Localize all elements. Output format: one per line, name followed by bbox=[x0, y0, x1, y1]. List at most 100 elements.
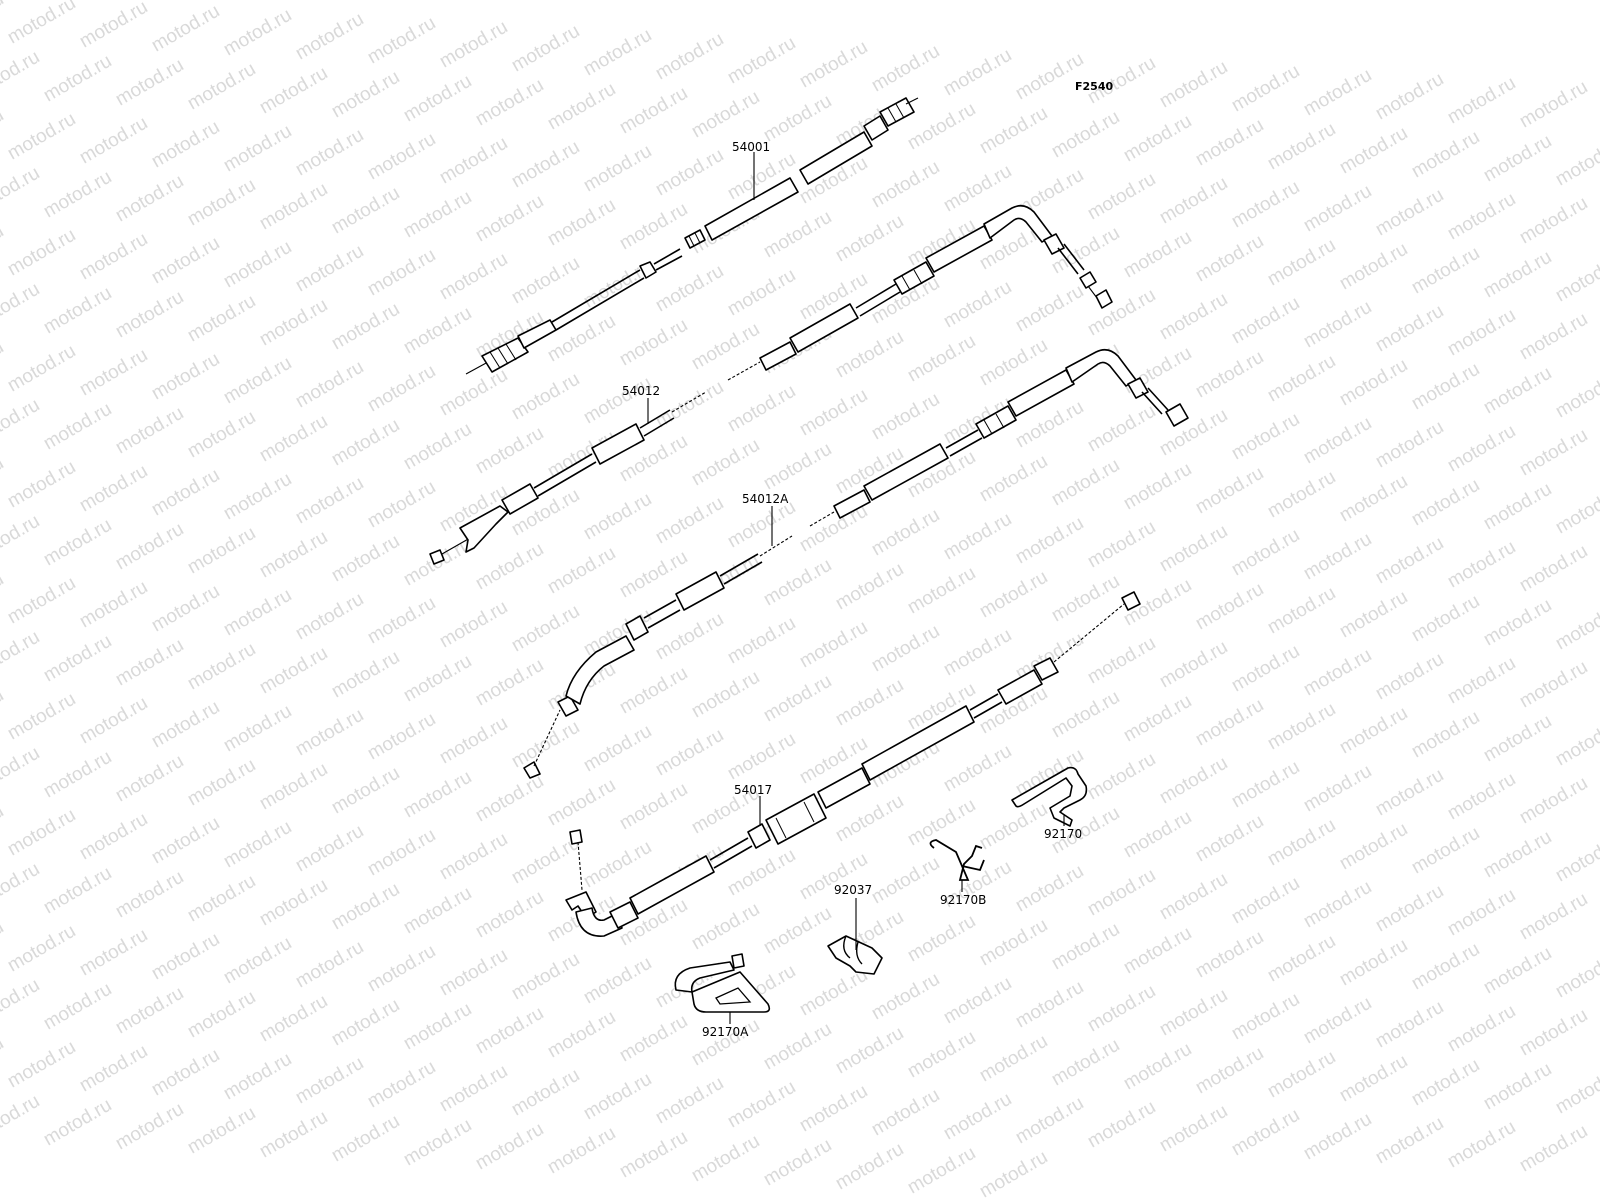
watermark-text: motod.ru bbox=[1300, 645, 1375, 701]
watermark-text: motod.ru bbox=[40, 167, 115, 223]
watermark-text: motod.ru bbox=[40, 1095, 115, 1151]
watermark-text: motod.ru bbox=[4, 573, 79, 629]
watermark-text: motod.ru bbox=[688, 667, 763, 723]
watermark-text: motod.ru bbox=[1444, 885, 1519, 941]
watermark-text: motod.ru bbox=[472, 539, 547, 595]
watermark-text: motod.ru bbox=[1480, 479, 1555, 535]
watermark-text: motod.ru bbox=[1444, 421, 1519, 477]
watermark-text: motod.ru bbox=[1300, 65, 1375, 121]
watermark-text: motod.ru bbox=[1120, 111, 1195, 167]
watermark-text: motod.ru bbox=[436, 597, 511, 653]
watermark-text: motod.ru bbox=[400, 883, 475, 939]
throttle-cable-decelerator[interactable] bbox=[523, 348, 1189, 779]
watermark-text: motod.ru bbox=[1156, 521, 1231, 577]
watermark-text: motod.ru bbox=[616, 83, 691, 139]
watermark-text: motod.ru bbox=[1300, 877, 1375, 933]
watermark-text: motod.ru bbox=[1516, 541, 1591, 597]
watermark-text: motod.ru bbox=[0, 859, 43, 915]
watermark-text: motod.ru bbox=[940, 1089, 1015, 1145]
watermark-text: motod.ru bbox=[0, 0, 7, 44]
label-92170b: 92170B bbox=[940, 893, 986, 907]
watermark-text: motod.ru bbox=[796, 617, 871, 673]
watermark-text: motod.ru bbox=[4, 0, 79, 48]
watermark-text: motod.ru bbox=[472, 771, 547, 827]
watermark-text: motod.ru bbox=[1336, 1051, 1411, 1107]
watermark-text: motod.ru bbox=[1444, 189, 1519, 245]
watermark-text: motod.ru bbox=[1336, 935, 1411, 991]
watermark-text: motod.ru bbox=[1264, 1047, 1339, 1103]
watermark-text: motod.ru bbox=[1300, 761, 1375, 817]
clutch-cable[interactable] bbox=[565, 591, 1141, 937]
watermark-text: motod.ru bbox=[4, 109, 79, 165]
watermark-text: motod.ru bbox=[1336, 355, 1411, 411]
watermark-text: motod.ru bbox=[4, 689, 79, 745]
watermark-text: motod.ru bbox=[1408, 475, 1483, 531]
watermark-text: motod.ru bbox=[400, 651, 475, 707]
watermark-text: motod.ru bbox=[292, 473, 367, 529]
watermark-text: motod.ru bbox=[112, 171, 187, 227]
watermark-text: motod.ru bbox=[724, 265, 799, 321]
watermark-text: motod.ru bbox=[220, 121, 295, 177]
watermark-text: motod.ru bbox=[1084, 401, 1159, 457]
watermark-text: motod.ru bbox=[292, 937, 367, 993]
diagram-reference-code: F2540 bbox=[1075, 80, 1113, 93]
watermark-text: motod.ru bbox=[112, 519, 187, 575]
watermark-text: motod.ru bbox=[796, 1081, 871, 1137]
watermark-text: motod.ru bbox=[940, 277, 1015, 333]
watermark-text: motod.ru bbox=[1516, 193, 1591, 249]
watermark-text: motod.ru bbox=[1552, 367, 1600, 423]
watermark-text: motod.ru bbox=[472, 1003, 547, 1059]
watermark-text: motod.ru bbox=[148, 349, 223, 405]
label-92170: 92170 bbox=[1044, 827, 1082, 841]
watermark-text: motod.ru bbox=[1408, 359, 1483, 415]
watermark-text: motod.ru bbox=[292, 9, 367, 65]
watermark-text: motod.ru bbox=[1516, 657, 1591, 713]
watermark-text: motod.ru bbox=[256, 527, 331, 583]
watermark-text: motod.ru bbox=[760, 671, 835, 727]
watermark-text: motod.ru bbox=[724, 613, 799, 669]
watermark-text: motod.ru bbox=[148, 813, 223, 869]
watermark-text: motod.ru bbox=[1372, 649, 1447, 705]
watermark-text: motod.ru bbox=[220, 353, 295, 409]
watermark-text: motod.ru bbox=[1228, 61, 1303, 117]
watermark-text: motod.ru bbox=[1012, 861, 1087, 917]
watermark-text: motod.ru bbox=[1264, 583, 1339, 639]
watermark-text: motod.ru bbox=[1444, 1001, 1519, 1057]
watermark-text: motod.ru bbox=[904, 795, 979, 851]
watermark-text: motod.ru bbox=[760, 207, 835, 263]
watermark-text: motod.ru bbox=[1516, 889, 1591, 945]
watermark-text: motod.ru bbox=[868, 969, 943, 1025]
watermark-text: motod.ru bbox=[436, 1061, 511, 1117]
watermark-text: motod.ru bbox=[112, 403, 187, 459]
clamp-92170a[interactable] bbox=[674, 953, 771, 1013]
watermark-text: motod.ru bbox=[1120, 923, 1195, 979]
clamp-92170b[interactable] bbox=[929, 839, 985, 881]
clamp-92170[interactable] bbox=[1011, 766, 1088, 827]
watermark-text: motod.ru bbox=[1012, 49, 1087, 105]
watermark-text: motod.ru bbox=[1012, 281, 1087, 337]
throttle-cable-accelerator[interactable] bbox=[429, 204, 1113, 565]
watermark-text: motod.ru bbox=[184, 407, 259, 463]
watermark-text: motod.ru bbox=[148, 697, 223, 753]
speedometer-cable[interactable] bbox=[465, 97, 919, 375]
watermark-text: motod.ru bbox=[400, 767, 475, 823]
watermark-text: motod.ru bbox=[976, 567, 1051, 623]
watermark-text: motod.ru bbox=[544, 79, 619, 135]
watermark-text: motod.ru bbox=[292, 125, 367, 181]
watermark-text: motod.ru bbox=[1372, 69, 1447, 125]
watermark-text: motod.ru bbox=[1228, 1105, 1303, 1161]
clamp-92037[interactable] bbox=[827, 935, 883, 975]
watermark-text: motod.ru bbox=[1372, 185, 1447, 241]
watermark-text: motod.ru bbox=[1012, 1093, 1087, 1149]
label-54017: 54017 bbox=[734, 783, 772, 797]
watermark-text: motod.ru bbox=[76, 577, 151, 633]
watermark-text: motod.ru bbox=[1336, 239, 1411, 295]
watermark-text: motod.ru bbox=[868, 157, 943, 213]
watermark-text: motod.ru bbox=[1048, 687, 1123, 743]
watermark-text: motod.ru bbox=[148, 929, 223, 985]
watermark-text: motod.ru bbox=[940, 625, 1015, 681]
watermark-text: motod.ru bbox=[220, 933, 295, 989]
watermark-text: motod.ru bbox=[760, 439, 835, 495]
watermark-text: motod.ru bbox=[1120, 459, 1195, 515]
watermark-text: motod.ru bbox=[184, 639, 259, 695]
